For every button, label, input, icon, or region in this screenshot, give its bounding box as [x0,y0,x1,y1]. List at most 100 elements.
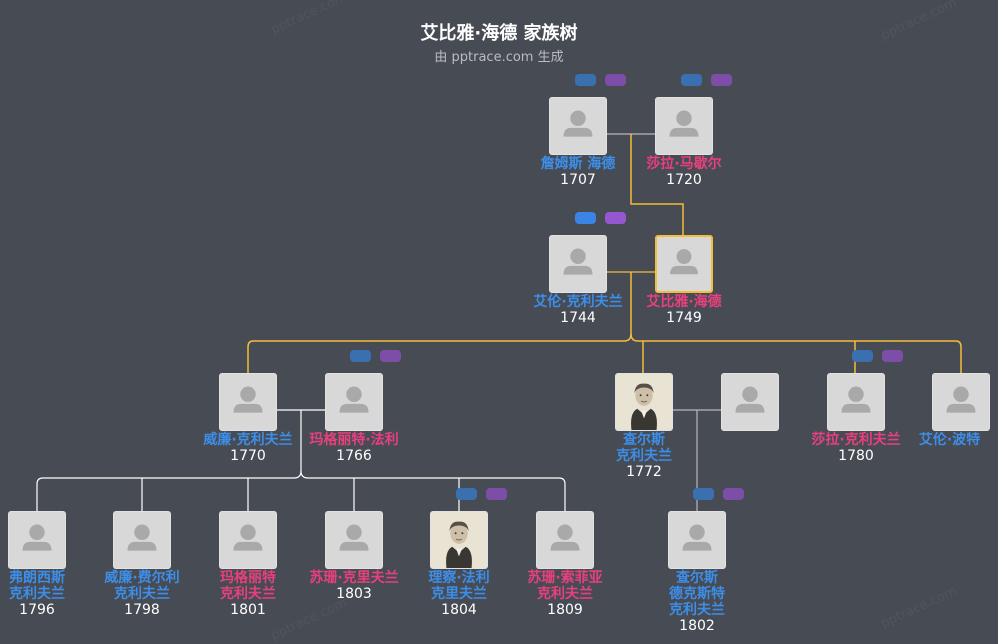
person-card-william[interactable] [219,373,277,431]
birth-year: 1707 [560,172,596,188]
avatar-placeholder-icon [537,512,593,568]
person-card-sarah-c[interactable] [827,373,885,431]
birth-year: 1772 [626,464,662,480]
father-link-badge[interactable] [575,212,596,224]
person-name: 克利夫兰 [9,586,65,602]
birth-year: 1780 [838,448,874,464]
mother-link-badge[interactable] [605,74,626,86]
person-name: 克里夫兰 [431,586,487,602]
person-card-richard[interactable] [430,511,488,569]
person-name: 玛格丽特 [220,570,276,586]
person-name: 查尔斯 [623,432,665,448]
person-card-spouse-c[interactable] [721,373,779,431]
person-card-susan-s[interactable] [536,511,594,569]
person-name: 克利夫兰 [220,586,276,602]
avatar-placeholder-icon [220,512,276,568]
avatar-placeholder-icon [722,374,778,430]
avatar-placeholder-icon [326,374,382,430]
person-name: 威廉·费尔利 [104,570,180,586]
person-card-allen-b[interactable] [932,373,990,431]
birth-year: 1802 [679,618,715,634]
father-link-badge[interactable] [852,350,873,362]
father-link-badge[interactable] [575,74,596,86]
person-name: 詹姆斯 海德 [540,156,616,172]
mother-link-badge[interactable] [486,488,507,500]
birth-year: 1798 [124,602,160,618]
avatar-placeholder-icon [550,98,606,154]
person-card-charles-d[interactable] [668,511,726,569]
person-card-allen[interactable] [549,235,607,293]
person-label: 艾伦·波特 [901,432,998,448]
person-name: 克利夫兰 [616,448,672,464]
father-link-badge[interactable] [693,488,714,500]
person-name: 苏珊·克里夫兰 [309,570,399,586]
birth-year: 1803 [336,586,372,602]
person-card-james[interactable] [549,97,607,155]
mother-link-badge[interactable] [711,74,732,86]
person-name: 克利夫兰 [537,586,593,602]
portrait-photo [616,374,672,430]
person-name: 苏珊·索菲亚 [527,570,603,586]
father-link-badge[interactable] [681,74,702,86]
person-name: 威廉·克利夫兰 [203,432,293,448]
mother-link-badge[interactable] [605,212,626,224]
person-card-abiah[interactable] [655,235,713,293]
person-name: 理察·法利 [428,570,490,586]
avatar-placeholder-icon [550,236,606,292]
person-card-susan-c[interactable] [325,511,383,569]
person-name: 克利夫兰 [669,602,725,618]
person-card-francis[interactable] [8,511,66,569]
mother-link-badge[interactable] [380,350,401,362]
person-card-william-f[interactable] [113,511,171,569]
avatar-placeholder-icon [326,512,382,568]
avatar-placeholder-icon [114,512,170,568]
page-subtitle: 由 pptrace.com 生成 [434,50,564,65]
avatar-placeholder-icon [9,512,65,568]
person-name: 艾比雅·海德 [646,294,722,310]
person-card-margaret[interactable] [325,373,383,431]
person-name: 莎拉·马歇尔 [646,156,722,172]
birth-year: 1766 [336,448,372,464]
avatar-placeholder-icon [933,374,989,430]
father-link-badge[interactable] [350,350,371,362]
birth-year: 1804 [441,602,477,618]
avatar-placeholder-icon [669,512,725,568]
birth-year: 1720 [666,172,702,188]
avatar-placeholder-icon [220,374,276,430]
mother-link-badge[interactable] [882,350,903,362]
mother-link-badge[interactable] [723,488,744,500]
person-name: 莎拉·克利夫兰 [811,432,901,448]
person-name: 艾伦·波特 [918,432,981,448]
person-name: 弗朗西斯 [9,570,65,586]
birth-year: 1744 [560,310,596,326]
person-name: 艾伦·克利夫兰 [533,294,623,310]
person-name: 玛格丽特·法利 [309,432,399,448]
avatar-placeholder-icon [828,374,884,430]
person-card-sarah-m[interactable] [655,97,713,155]
father-link-badge[interactable] [456,488,477,500]
page-title: 艾比雅·海德 家族树 [420,23,578,44]
person-name: 德克斯特 [669,586,725,602]
person-card-charles[interactable] [615,373,673,431]
birth-year: 1749 [666,310,702,326]
birth-year: 1770 [230,448,266,464]
person-card-margaret-c[interactable] [219,511,277,569]
avatar-placeholder-icon [656,98,712,154]
person-name: 克利夫兰 [114,586,170,602]
birth-year: 1796 [19,602,55,618]
